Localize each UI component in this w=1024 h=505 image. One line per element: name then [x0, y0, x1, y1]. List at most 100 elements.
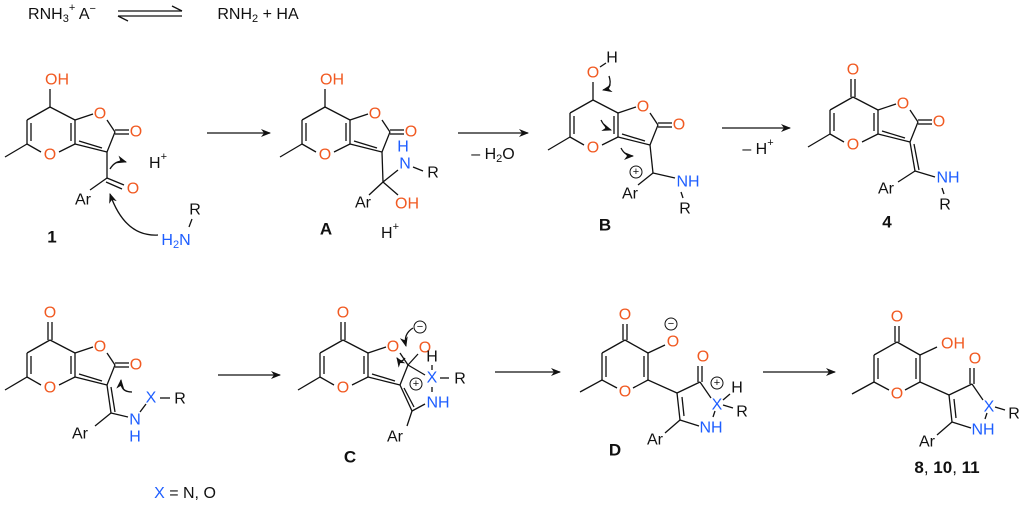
bond [722, 404, 734, 409]
amine-and-acid: RNH2 + HA [217, 6, 299, 26]
bond [649, 124, 659, 146]
lactone-carbonyl-oxygen: O [130, 357, 142, 374]
furan-ring-oxygen: O [94, 339, 106, 356]
bond [399, 364, 409, 386]
amine-hydrogen: H [397, 139, 409, 156]
bond [599, 62, 607, 68]
curved-arrow-icon [396, 357, 406, 368]
bond [74, 113, 94, 121]
lactone-carbonyl-oxygen: O [130, 124, 142, 141]
furan-ring-oxygen: O [637, 99, 649, 116]
bond [601, 339, 626, 354]
r-group: R [1008, 406, 1020, 423]
bond [4, 376, 28, 391]
bond [877, 133, 911, 143]
r-group: R [454, 371, 466, 388]
positive-charge-sign: + [413, 378, 419, 390]
bond [861, 133, 879, 143]
bond [679, 419, 700, 427]
furan-ring-oxygen: O [94, 106, 106, 123]
pyranone-carbonyl-oxygen: O [44, 305, 56, 322]
equilibrium-forward-head [171, 5, 183, 12]
condition-minus-water: – H2O [471, 146, 514, 166]
bond [26, 376, 42, 386]
curved-arrow-icon [399, 327, 414, 347]
aryl-label: Ar [387, 429, 404, 446]
x-hydrogen: H [731, 380, 743, 397]
bond [579, 379, 603, 393]
bond [951, 421, 972, 429]
compound-label-A: A [320, 220, 332, 239]
furan-ring-oxygen: O [897, 96, 909, 113]
r-group: R [679, 201, 691, 218]
pyranone-carbonyl-oxygen: O [337, 305, 349, 322]
aryl-label: Ar [878, 181, 895, 198]
bond [49, 106, 76, 121]
bond [953, 398, 957, 419]
bond [301, 106, 326, 121]
x-definition: X = N, O [154, 485, 216, 502]
negative-charge-icon [413, 320, 427, 334]
ammonium-salt: RNH3+ A− [28, 2, 96, 25]
compound-label-1: 1 [47, 228, 56, 247]
bond [649, 112, 659, 126]
bond [106, 352, 116, 366]
bond [26, 339, 51, 354]
curved-arrow-icon [600, 119, 612, 131]
amine-nh: NH [936, 170, 959, 187]
r-group: R [427, 165, 439, 182]
bond [681, 396, 685, 417]
ring-nh: NH [426, 395, 449, 412]
aryl-label: Ar [75, 192, 92, 209]
ring-nh: NH [699, 420, 722, 437]
bond [712, 410, 716, 418]
pyran-ring-oxygen: O [44, 147, 56, 164]
hydroxyl-label: OH [941, 336, 965, 353]
aryl-label: Ar [622, 186, 639, 203]
r-group: R [174, 391, 186, 408]
bond [829, 96, 854, 111]
ring-nh: NH [971, 422, 994, 439]
ring-carbonyl-oxygen: O [969, 351, 981, 368]
bond [353, 140, 378, 149]
compound-label-B: B [599, 216, 611, 235]
amine-nh2: H2N [161, 232, 190, 252]
bond [664, 419, 681, 434]
bond [632, 379, 649, 389]
bond [351, 376, 369, 386]
amine-r-group: R [189, 202, 201, 219]
amine-nitrogen: N [399, 156, 411, 173]
heteroatom-x: X [427, 370, 438, 387]
proton-label: H+ [381, 221, 399, 242]
bond [367, 376, 401, 386]
bond [948, 383, 973, 396]
bond [873, 381, 890, 391]
pyran-ring-oxygen: O [337, 380, 349, 397]
acid-base-equilibrium: RNH3+ A− RNH2 + HA [28, 2, 299, 25]
hydroxyl-label: OH [320, 72, 344, 89]
positive-charge-icon [629, 165, 643, 179]
bond [994, 406, 1006, 411]
bond [971, 383, 984, 401]
pyran-ring-oxygen: O [587, 140, 599, 157]
bond [647, 379, 678, 394]
bond [78, 140, 103, 149]
alkoxide-oxygen: O [419, 340, 431, 357]
bond [621, 133, 646, 142]
bond [78, 373, 103, 382]
hydroxyl-label: OH [395, 196, 419, 213]
curved-arrow-icon [109, 193, 159, 236]
negative-charge-sign: − [668, 318, 674, 330]
bond [617, 106, 637, 114]
curved-arrow-icon [602, 75, 613, 93]
bond [74, 143, 108, 153]
bond [592, 99, 619, 114]
bond [106, 364, 116, 386]
bond [381, 131, 391, 153]
bond [829, 133, 845, 143]
